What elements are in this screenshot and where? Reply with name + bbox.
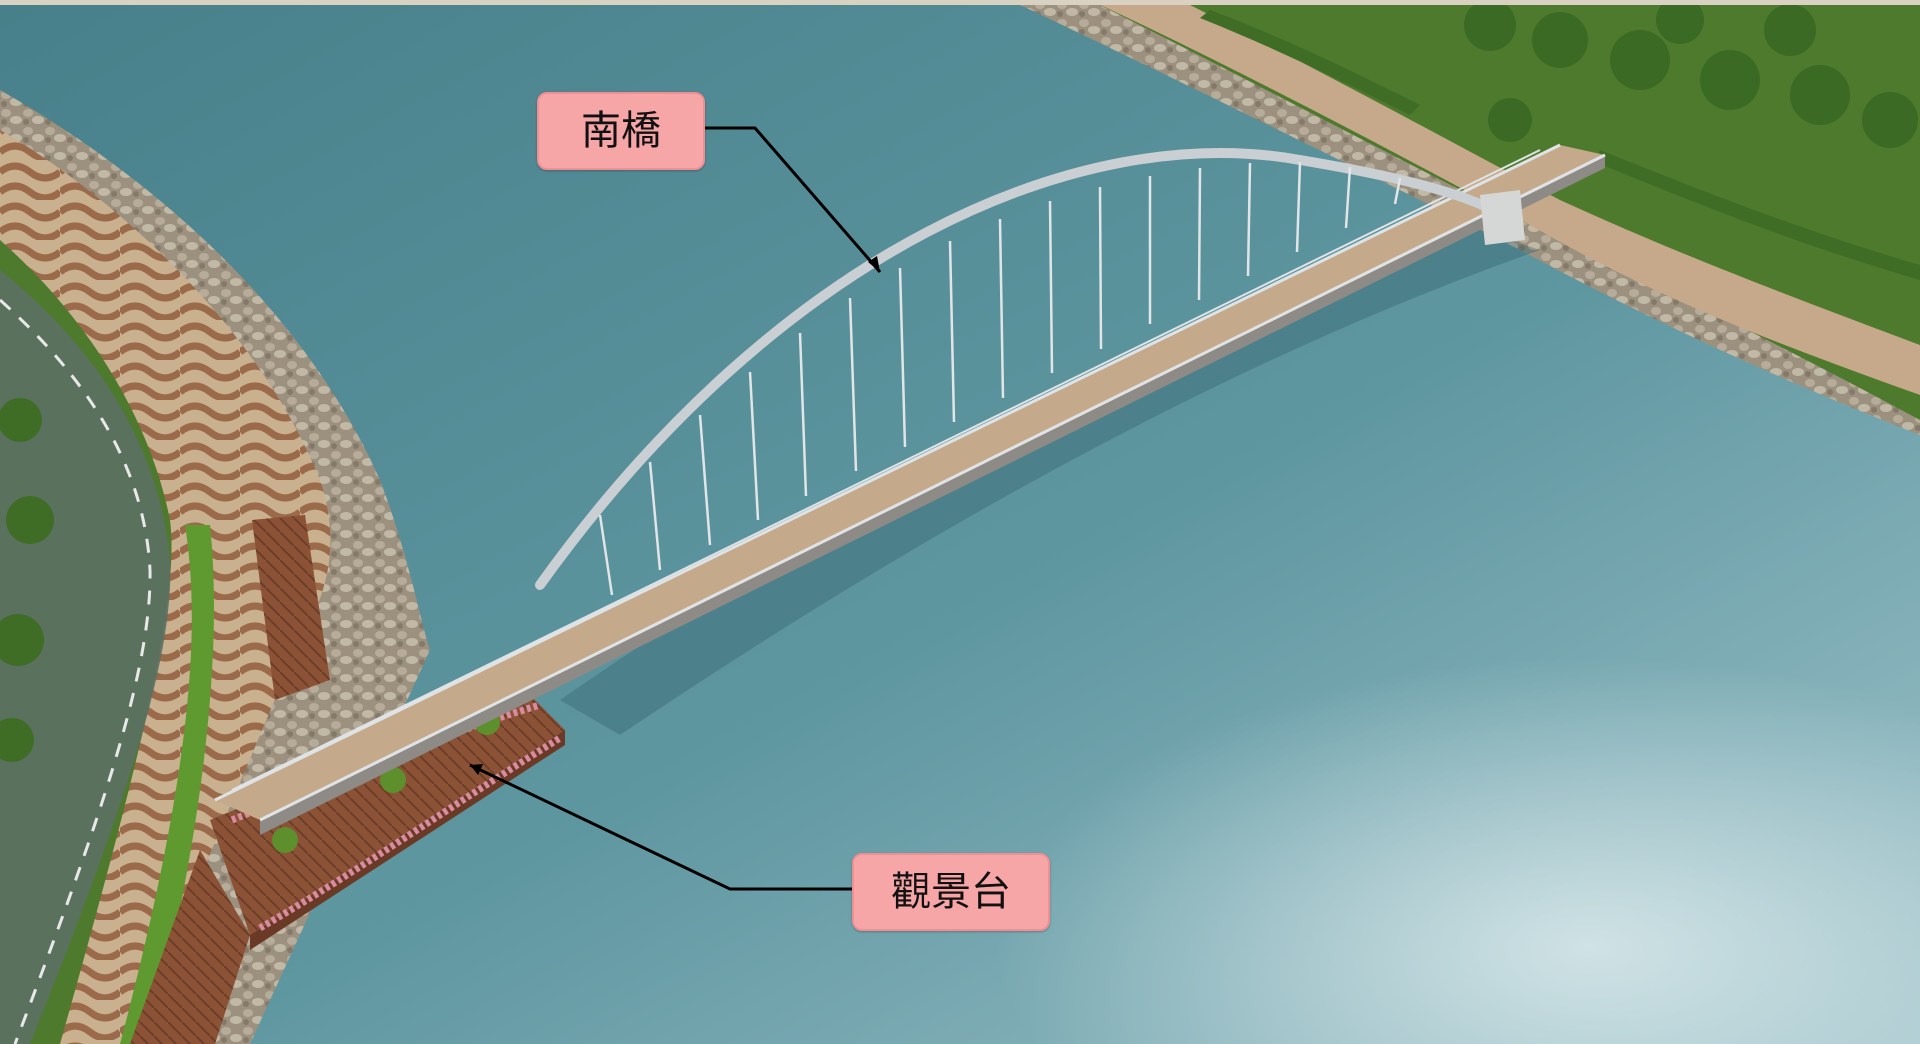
top-border-strip: [0, 0, 1920, 5]
platform-label-arrowhead: [470, 764, 483, 775]
right-abutment: [1480, 190, 1525, 245]
platform-label-leader: [469, 763, 852, 891]
platform-lower-steps: [130, 850, 250, 1044]
right-hedge-1: [1200, 10, 1420, 115]
left-bank: [0, 90, 430, 1044]
bridge-shadow: [560, 230, 1540, 735]
left-hedge: [120, 525, 214, 1044]
bridge-deck: [214, 143, 1606, 835]
bridge-label: 南橋: [537, 92, 705, 170]
viewing-platform-label: 觀景台: [852, 853, 1050, 931]
water-glare: [600, 400, 1920, 1044]
right-hedge-2: [1595, 150, 1920, 280]
bridge-label-arrowhead: [868, 256, 880, 272]
right-land: [1010, 0, 1920, 430]
bridge-label-leader: [701, 126, 882, 273]
left-steps: [252, 515, 330, 700]
bridge-arch: [535, 148, 1505, 596]
cycle-track-line: [0, 298, 152, 1044]
cycle-track: [0, 270, 171, 1044]
